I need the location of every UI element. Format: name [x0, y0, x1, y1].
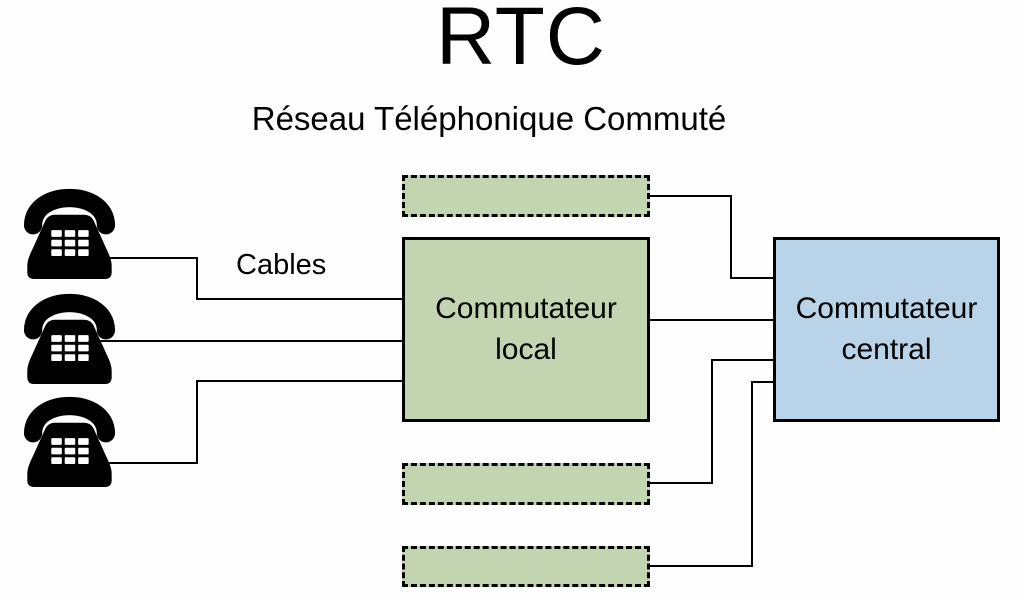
- dashed-switch-placeholder-middle: [402, 463, 650, 505]
- wire-dashed-bottom-to-central-switch: [649, 381, 774, 567]
- local-switch-box: Commutateur local: [402, 237, 650, 422]
- central-switch-label: Commutateur central: [795, 292, 978, 366]
- page-subtitle: Réseau Téléphonique Commuté: [251, 100, 727, 137]
- wire-phone1-to-local-switch: [100, 257, 402, 300]
- wire-dashed-top-to-central-switch: [649, 195, 774, 279]
- dashed-switch-placeholder-top: [402, 175, 650, 217]
- cables-label: Cables: [236, 249, 327, 281]
- page-title: RTC: [435, 0, 607, 82]
- wire-phone3-to-local-switch: [100, 380, 402, 464]
- telephone-icon: [18, 186, 121, 279]
- wire-dashed-mid-to-central-switch: [649, 359, 774, 484]
- dashed-switch-placeholder-bottom: [402, 546, 650, 587]
- telephone-icon: [18, 394, 121, 487]
- central-switch-box: Commutateur central: [773, 237, 1000, 422]
- local-switch-label: Commutateur local: [435, 292, 617, 366]
- telephone-icon: [18, 291, 121, 384]
